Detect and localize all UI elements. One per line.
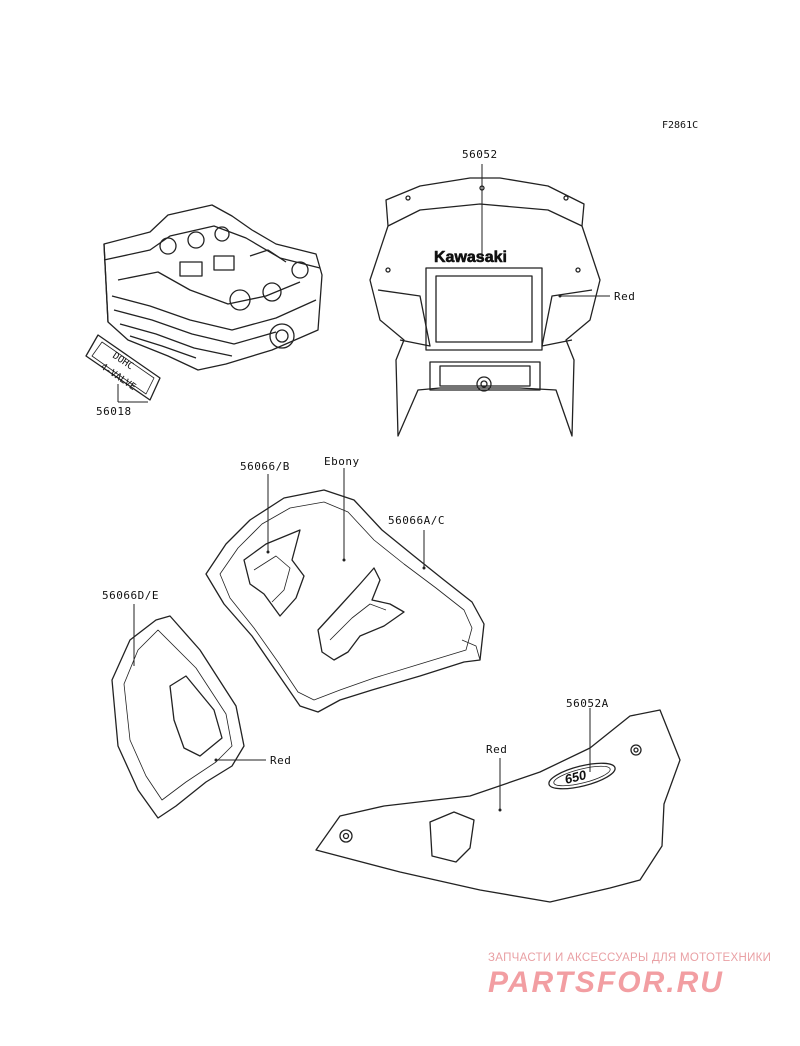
part-number-tank-mark-ac: 56066A/C (388, 514, 445, 527)
color-note-fairing: Red (614, 290, 636, 303)
leader-lines (117, 164, 610, 810)
color-note-side-cover: Red (486, 743, 508, 756)
part-number-tank-mark-b: 56066/B (240, 460, 290, 473)
color-note-side-panel: Red (270, 754, 292, 767)
dohc-emblem-drawing (85, 334, 161, 401)
watermark-tagline: ЗАПЧАСТИ И АКСЕССУАРЫ ДЛЯ МОТОТЕХНИКИ (488, 952, 772, 964)
fairing-logo-text: Kawasaki (434, 249, 507, 266)
part-number-side-cover-mark: 56052A (566, 697, 609, 710)
part-number-side-mark-de: 56066D/E (102, 589, 159, 602)
fairing-drawing (369, 177, 601, 437)
figure-code: F2861C (662, 120, 699, 131)
color-note-tank: Ebony (324, 455, 360, 468)
fuel-tank-drawing (205, 489, 485, 713)
part-number-cylinder-head-emblem: 56018 (96, 405, 132, 418)
side-cover-model-text: 650 (563, 767, 588, 787)
side-cover-drawing (315, 709, 681, 903)
watermark-logo: PARTSFOR.RU (488, 966, 724, 999)
cylinder-head-drawing (103, 204, 323, 371)
side-panel-drawing (111, 615, 245, 819)
part-number-fairing-emblem: 56052 (462, 148, 498, 161)
